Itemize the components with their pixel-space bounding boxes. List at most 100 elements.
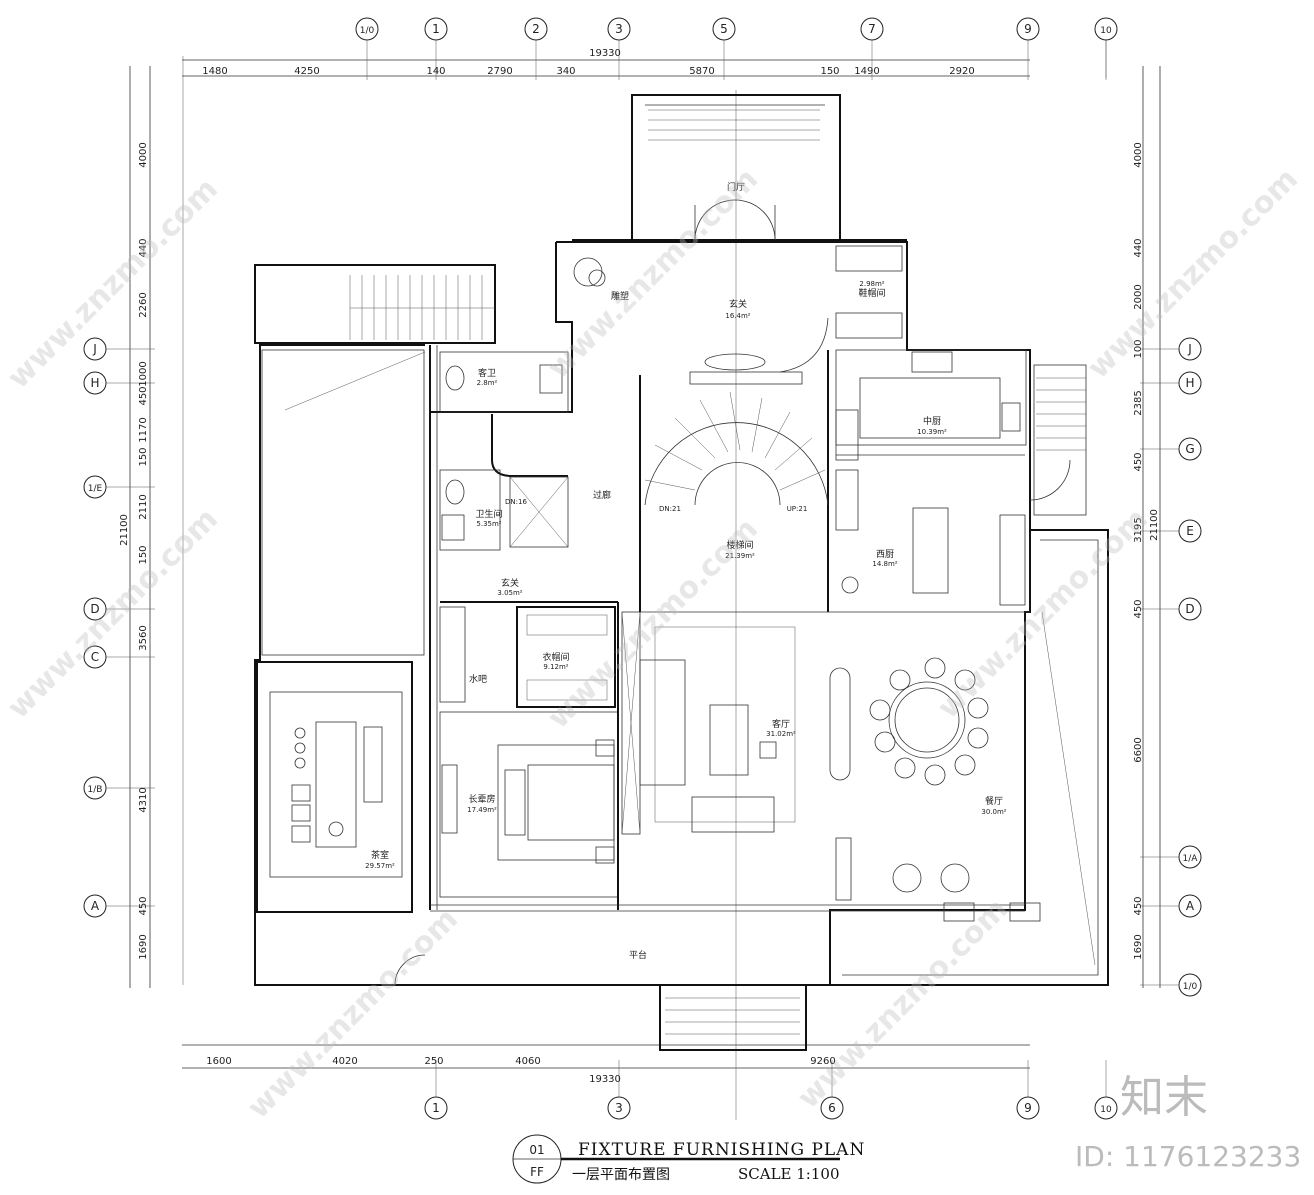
- dim-right-total: 21100: [1149, 509, 1160, 541]
- dim-left-5: 1170: [138, 417, 149, 442]
- axis-right-5-label: 1/A: [1183, 854, 1199, 864]
- watermark-5: www.znzmo.com: [541, 512, 765, 736]
- watermarks: www.znzmo.com www.znzmo.com www.znzmo.co…: [1, 162, 1305, 1173]
- tea-room-area: 29.57m²: [365, 862, 395, 870]
- watermark-8: www.znzmo.com: [791, 892, 1015, 1116]
- axis-bottom-3-label: 9: [1024, 1101, 1032, 1115]
- axis-top-7: 10: [1094, 17, 1118, 41]
- elder-room-area: 17.49m²: [467, 806, 497, 814]
- dim-top-7: 1490: [854, 66, 879, 77]
- dim-right-0: 4000: [1133, 142, 1144, 167]
- dim-top-0: 1480: [202, 66, 227, 77]
- title-sub: 一层平面布置图: [572, 1167, 670, 1183]
- corridor-label: 过廊: [593, 489, 611, 501]
- axis-top-1-label: 1: [432, 22, 440, 36]
- dimension-lines: [129, 40, 1161, 1120]
- dim-bottom-total: 19330: [589, 1074, 621, 1085]
- entry2-area: 3.05m²: [497, 589, 522, 597]
- title-scale: SCALE 1:100: [738, 1165, 840, 1183]
- room-labels: 门厅 玄关 16.4m² 雕塑 2.98m² 鞋帽间 客卫 2.8m² 中厨 1…: [365, 181, 1007, 961]
- axis-left-6-label: A: [91, 899, 100, 913]
- chinese-kitchen-label: 中厨: [923, 415, 941, 427]
- axis-right-0-label: J: [1187, 342, 1192, 356]
- axis-left-1: H: [83, 371, 107, 395]
- dim-right-7: 450: [1133, 599, 1144, 618]
- dim-top-3: 2790: [487, 66, 512, 77]
- dim-bottom-1: 4020: [332, 1056, 357, 1067]
- dim-right-2: 2000: [1133, 284, 1144, 309]
- foyer-label: 门厅: [727, 181, 745, 193]
- axis-left-5-label: 1/B: [88, 785, 103, 795]
- dim-top-4: 340: [556, 66, 575, 77]
- dim-right-1: 440: [1133, 238, 1144, 257]
- dim-right-6: 3195: [1133, 517, 1144, 542]
- axis-right-3-label: E: [1186, 524, 1194, 538]
- axis-left-4-label: C: [91, 650, 99, 664]
- axis-top-3: 3: [607, 17, 631, 41]
- terrace-label: 平台: [629, 949, 647, 961]
- axis-top-5: 7: [860, 17, 884, 41]
- dim-left-2: 2260: [138, 292, 149, 317]
- sculpture-label: 雕塑: [611, 290, 629, 302]
- watermark-4: www.znzmo.com: [1, 502, 225, 726]
- watermark-7: www.znzmo.com: [241, 902, 465, 1126]
- dim-bottom-0: 1600: [206, 1056, 231, 1067]
- axis-left-0-label: J: [92, 342, 97, 356]
- bathroom-area: 5.35m²: [476, 520, 501, 528]
- dim-top-total: 19330: [589, 48, 621, 59]
- axis-bottom-3: 9: [1016, 1096, 1040, 1120]
- axis-left-3: D: [83, 597, 107, 621]
- spiral-stair: [644, 391, 829, 506]
- shoe-area: 2.98m²: [859, 280, 884, 288]
- axis-left-0: J: [83, 337, 107, 361]
- axis-right-0: J: [1178, 337, 1202, 361]
- dim-right-3: 100: [1133, 339, 1144, 358]
- axis-right-6-label: A: [1186, 899, 1195, 913]
- water-bar-label: 水吧: [469, 673, 487, 685]
- dim-left-3: 1000: [138, 361, 149, 386]
- dining-label: 餐厅: [985, 795, 1003, 807]
- dim-left-12: 1690: [138, 934, 149, 959]
- axis-bottom-4-label: 10: [1100, 1105, 1112, 1115]
- axis-top-0-label: 1/0: [360, 26, 375, 36]
- guest-wc-label: 客卫: [478, 367, 496, 379]
- axis-top-3-label: 3: [615, 22, 623, 36]
- western-kitchen-label: 西厨: [876, 549, 894, 560]
- axis-right-2: G: [1178, 437, 1202, 461]
- dim-right-8: 6600: [1133, 737, 1144, 762]
- watermark-2: www.znzmo.com: [541, 162, 765, 386]
- title-block: 01 FF FIXTURE FURNISHING PLAN 一层平面布置图 SC…: [512, 1134, 864, 1184]
- title-number: 01: [529, 1143, 544, 1157]
- axis-top-1: 1: [424, 17, 448, 41]
- axis-right-5: 1/A: [1178, 845, 1202, 869]
- dim-right-4: 2385: [1133, 390, 1144, 415]
- dim-top-5: 5870: [689, 66, 714, 77]
- axis-bottom-0: 1: [424, 1096, 448, 1120]
- elder-room-label: 长辈房: [468, 793, 495, 805]
- axis-top-6-label: 9: [1024, 22, 1032, 36]
- wardrobe-area: 9.12m²: [543, 663, 568, 671]
- dim-bottom-3: 4060: [515, 1056, 540, 1067]
- dim-top-8: 2920: [949, 66, 974, 77]
- dim-right-9: 450: [1133, 896, 1144, 915]
- axis-left-3-label: D: [90, 602, 99, 616]
- western-kitchen-area: 14.8m²: [872, 560, 897, 568]
- dim-left-10: 4310: [138, 787, 149, 812]
- stairwell-area: 21.39m²: [725, 552, 755, 560]
- axis-right-7: 1/0: [1178, 973, 1202, 997]
- right-stair-treads: [1036, 377, 1086, 451]
- axis-right-1: H: [1178, 371, 1202, 395]
- watermark-6: www.znzmo.com: [931, 502, 1155, 726]
- axis-left-5: 1/B: [83, 776, 107, 800]
- entry2-label: 玄关: [501, 577, 519, 589]
- axis-top-2-label: 2: [532, 22, 540, 36]
- tea-room-label: 茶室: [371, 849, 389, 861]
- dim-right-10: 1690: [1133, 934, 1144, 959]
- stair-down-label: DN:21: [659, 505, 681, 513]
- dim-right-5: 450: [1133, 452, 1144, 471]
- axis-left-2-label: 1/E: [88, 484, 103, 494]
- entrance-area: 16.4m²: [725, 312, 750, 320]
